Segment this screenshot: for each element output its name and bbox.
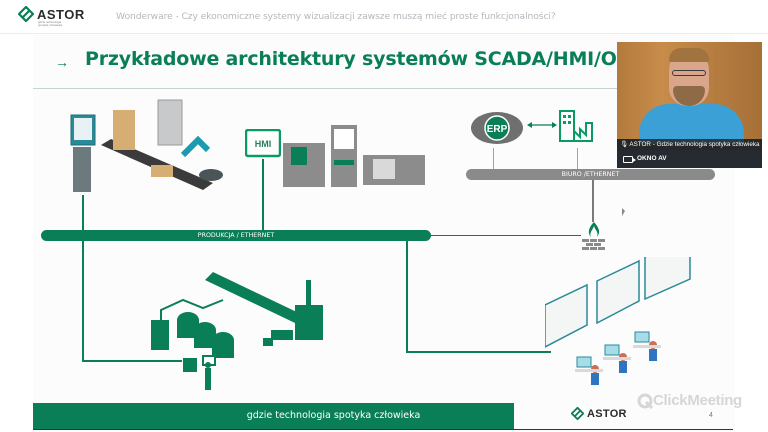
office-ethernet-bus: BIURO /ETHERNET (466, 169, 715, 180)
process-plant-link-horizontal (82, 360, 182, 362)
presenter-video-panel[interactable]: 🎙 ASTOR - Gdzie technologia spotyka czło… (617, 42, 762, 168)
hmi-label: HMI (255, 139, 272, 149)
presenter-beard (673, 86, 705, 106)
video-camera-icon (623, 156, 633, 163)
erp-connector (493, 148, 494, 169)
clickmeeting-logo-icon (637, 393, 653, 409)
factory-building-icon (559, 110, 593, 142)
firewall-link (431, 235, 581, 236)
av-window-label: OKNO AV (637, 155, 667, 162)
meeting-title: Wonderware - Czy ekonomiczne systemy wiz… (116, 11, 556, 22)
presentation-slide: → Przykładowe architektury systemów SCAD… (33, 35, 735, 432)
hmi-panel-icon: HMI (245, 129, 281, 158)
control-room-link-vertical (406, 241, 408, 353)
page-number: 4 (709, 412, 713, 419)
cnc-machines-illustration (283, 125, 425, 187)
firewall-icon (582, 222, 605, 250)
control-room-link-horizontal (406, 351, 551, 353)
brand-tagline: gdzie technologia spotyka człowieka (38, 20, 63, 27)
title-divider (33, 88, 735, 89)
production-ethernet-bus: PRODUKCJA / ETHERNET (41, 230, 431, 241)
bidirectional-arrow-icon (527, 122, 557, 128)
brand-name: ASTOR (37, 6, 85, 22)
watermark-text: ClickMeeting (653, 392, 742, 409)
presenter-shirt (639, 104, 744, 144)
astor-logo-icon (18, 6, 34, 22)
arrow-right-icon: → (55, 54, 69, 70)
clickmeeting-watermark: ClickMeeting (637, 392, 742, 409)
top-bar: ASTOR gdzie technologia spotyka człowiek… (0, 0, 768, 34)
factory-connector (577, 148, 578, 169)
office-firewall-link (592, 180, 594, 222)
control-room-illustration (545, 257, 691, 385)
slide-footer: gdzie technologia spotyka człowieka (33, 403, 514, 429)
microphone-icon: 🎙 (620, 141, 628, 148)
process-plant-link-vertical (82, 241, 84, 362)
av-window-bar[interactable]: OKNO AV (617, 150, 762, 168)
presenter-glasses (672, 70, 706, 76)
presenter-video-feed (617, 42, 762, 144)
mouse-cursor (622, 208, 625, 216)
video-caption-text: ASTOR - Gdzie technologia spotyka człowi… (629, 141, 760, 148)
production-line-illustration (70, 99, 223, 192)
slide-title: Przykładowe architektury systemów SCADA/… (85, 48, 643, 70)
video-caption: 🎙 ASTOR - Gdzie technologia spotyka czło… (617, 139, 762, 150)
slide-bottom-divider (33, 429, 733, 430)
presenter-hair (669, 48, 709, 62)
astor-logo[interactable]: ASTOR (18, 6, 85, 22)
erp-icon: ERP (471, 112, 523, 144)
production-cell-link (82, 195, 84, 230)
astor-logo-icon (571, 407, 584, 420)
erp-label: ERP (487, 124, 508, 135)
footer-logo: ASTOR (571, 407, 627, 420)
footer-brand: ASTOR (587, 407, 627, 420)
hmi-link (262, 159, 264, 230)
process-plant-illustration (151, 272, 323, 390)
